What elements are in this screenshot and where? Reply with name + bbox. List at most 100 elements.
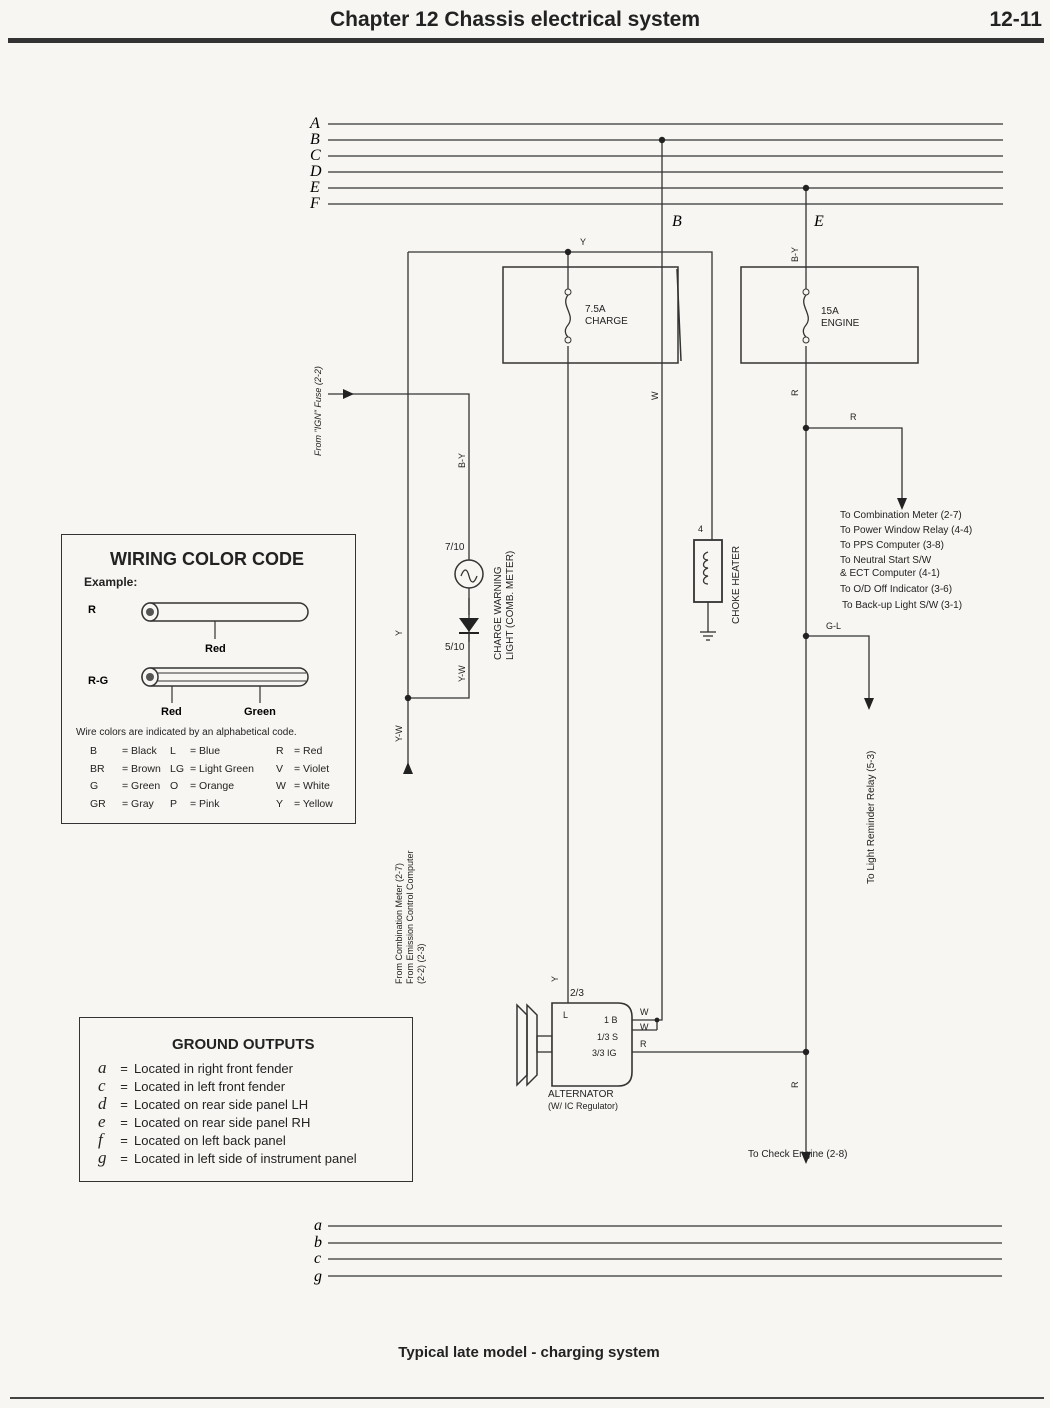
color-name: = Blue xyxy=(190,745,221,757)
footer-rule xyxy=(10,1397,1044,1399)
wire-icon xyxy=(141,667,309,687)
wiring-color-code-box: WIRING COLOR CODE Example: R Red R-G Red… xyxy=(61,534,356,824)
alternator xyxy=(516,1002,633,1087)
wire-label: Y-W xyxy=(457,665,467,682)
wire-label: B-Y xyxy=(457,453,467,468)
wire-label: R xyxy=(790,1081,800,1088)
ground-text: Located on left back panel xyxy=(134,1133,286,1148)
to-light-reminder: To Light Reminder Relay (5-3) xyxy=(866,751,877,884)
alt-pin-label: 1 B xyxy=(604,1015,618,1025)
wcc-title: WIRING COLOR CODE xyxy=(110,549,304,569)
ex1-code: R xyxy=(88,604,96,616)
page-number: 12-11 xyxy=(989,8,1042,31)
color-code: Y xyxy=(276,798,284,810)
color-code: GR xyxy=(90,798,106,810)
charge-fuse-box: 7.5A CHARGE xyxy=(502,266,682,364)
from-comb-label-1: From Combination Meter (2-7) xyxy=(394,863,404,984)
ex2-code: R-G xyxy=(88,675,108,687)
tap-letter-e: E xyxy=(813,213,824,230)
ground-symbol: c xyxy=(98,1076,106,1095)
destination-item: To PPS Computer (3-8) xyxy=(840,540,944,551)
destination-item: To O/D Off Indicator (3-6) xyxy=(840,584,952,595)
to-check-engine: To Check Engine (2-8) xyxy=(748,1149,848,1160)
wcc-note: Wire colors are indicated by an alphabet… xyxy=(76,727,297,738)
alt-pin-label: 3/3 IG xyxy=(592,1048,617,1058)
wcc-example-label: Example: xyxy=(84,575,138,589)
choke-label: CHOKE HEATER xyxy=(731,546,742,624)
wire-label: W xyxy=(640,1007,649,1017)
wire-label: Y xyxy=(394,630,404,636)
wire-label: R xyxy=(790,389,800,396)
ground-item: d=Located on rear side panel LH xyxy=(98,1094,309,1113)
color-name: = Green xyxy=(122,780,161,792)
alt-pin-label: 1/3 S xyxy=(597,1032,618,1042)
ground-text: Located in left front fender xyxy=(134,1079,286,1094)
destination-item: To Combination Meter (2-7) xyxy=(840,510,962,521)
color-name: = Violet xyxy=(294,763,330,775)
color-code: BR xyxy=(90,763,105,775)
wire-y-top xyxy=(408,251,713,540)
header-rule xyxy=(8,38,1044,43)
bus-letter: F xyxy=(309,195,320,212)
bulb-filament-icon xyxy=(460,569,478,583)
choke-heater xyxy=(693,539,723,603)
alt-pin-label: L xyxy=(563,1010,568,1020)
color-name: = Black xyxy=(122,745,157,757)
bus-letter: D xyxy=(309,163,322,180)
chapter-title: Chapter 12 Chassis electrical system xyxy=(330,8,701,31)
diode-icon xyxy=(459,618,479,632)
lamp-label-2: LIGHT (COMB. METER) xyxy=(505,551,516,660)
ground-symbol: e xyxy=(98,1112,106,1131)
ground-text: Located in left side of instrument panel xyxy=(134,1151,357,1166)
color-code: W xyxy=(276,780,286,792)
ground-symbol: g xyxy=(98,1148,107,1167)
wire-label: R xyxy=(640,1039,647,1049)
bus-letter: g xyxy=(314,1268,322,1285)
charge-fuse-name: CHARGE xyxy=(585,316,628,327)
color-name: = Yellow xyxy=(294,798,333,810)
color-code: L xyxy=(170,745,176,757)
heater-coil-icon xyxy=(702,551,709,585)
destination-item: To Power Window Relay (4-4) xyxy=(840,525,972,536)
color-name: = Red xyxy=(294,745,323,757)
destination-item: To Back-up Light S/W (3-1) xyxy=(842,600,962,611)
color-code: LG xyxy=(170,763,185,775)
from-ign-label: From "IGN" Fuse (2-2) xyxy=(313,366,323,456)
from-comb-label-2: From Emission Control Computer xyxy=(405,850,415,984)
wire-label: Y xyxy=(550,976,560,982)
bus-letter: B xyxy=(310,131,320,148)
bus-letter: C xyxy=(310,147,321,164)
color-code: B xyxy=(90,745,98,757)
wire-example-drawing: R Red R-G Red Green xyxy=(88,602,309,718)
engine-fuse-box: 15A ENGINE xyxy=(740,266,919,364)
page-header: Chapter 12 Chassis electrical system 12-… xyxy=(0,6,1050,40)
wire-label: W xyxy=(650,391,660,400)
ground-symbol: a xyxy=(98,1058,107,1077)
ground-symbol: f xyxy=(98,1130,103,1149)
lamp-pin-top: 7/10 xyxy=(445,542,465,553)
alternator-label-2: (W/ IC Regulator) xyxy=(548,1101,618,1111)
lamp-label-1: CHARGE WARNING xyxy=(493,566,504,660)
ground-outputs-box: GROUND OUTPUTS a=Located in right front … xyxy=(79,1017,413,1182)
charge-warning-lamp xyxy=(454,548,484,642)
bus-letter: b xyxy=(314,1234,322,1251)
alt-pin-label: 2/3 xyxy=(570,988,584,999)
color-name: = Light Green xyxy=(190,763,254,775)
wire-label: G-L xyxy=(826,621,841,631)
bus-letter: a xyxy=(314,1217,322,1234)
bus-letter: c xyxy=(314,1250,321,1267)
figure-caption: Typical late model - charging system xyxy=(398,1344,660,1361)
color-name: = White xyxy=(294,780,330,792)
wire-icon xyxy=(141,602,309,622)
bus-letter: A xyxy=(309,115,320,132)
ground-text: Located on rear side panel RH xyxy=(134,1115,311,1130)
ground-outputs-title: GROUND OUTPUTS xyxy=(172,1036,315,1053)
bottom-bus-letters: a b c g xyxy=(314,1217,322,1285)
destination-item: To Neutral Start S/W xyxy=(840,555,932,566)
wire-label: 4 xyxy=(698,524,703,534)
alternator-label-1: ALTERNATOR xyxy=(548,1089,614,1100)
ex2-color-a: Red xyxy=(161,706,182,718)
wire-ign xyxy=(328,393,470,548)
ex2-color-b: Green xyxy=(244,706,276,718)
